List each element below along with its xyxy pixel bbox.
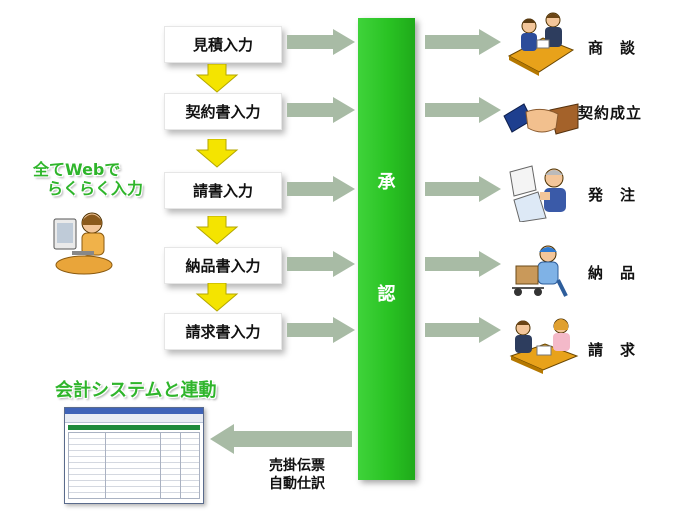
down-arrow-icon	[195, 216, 239, 245]
left-arrow-icon	[210, 424, 352, 454]
right-arrow-icon	[425, 251, 501, 277]
approval-bar: 承 認	[358, 18, 415, 480]
activity-label-billing: 請 求	[588, 341, 637, 359]
activity-label-negotiation: 商 談	[588, 39, 637, 57]
right-arrow-icon	[287, 317, 355, 343]
input-box-invoice: 請求書入力	[164, 313, 282, 350]
activity-label-delivery: 納 品	[588, 264, 637, 282]
right-arrow-icon	[287, 29, 355, 55]
right-arrow-icon	[287, 251, 355, 277]
auto-journal-line1: 売掛伝票	[269, 458, 325, 474]
input-box-label: 見積入力	[192, 36, 253, 54]
accounting-screen-thumbnail	[64, 407, 204, 504]
right-arrow-icon	[425, 176, 501, 202]
input-box-contract: 契約書入力	[164, 93, 282, 130]
right-arrow-icon	[287, 97, 355, 123]
approval-char-top: 承	[377, 172, 396, 193]
order-staff-illustration-icon	[509, 165, 566, 222]
down-arrow-icon	[195, 64, 239, 93]
billing-illustration-icon	[509, 318, 579, 374]
input-box-label: 納品書入力	[185, 257, 261, 275]
delivery-person-icon	[512, 245, 568, 297]
input-box-label: 請書入力	[192, 182, 253, 200]
right-arrow-icon	[425, 317, 501, 343]
activity-label-order: 発 注	[588, 186, 637, 204]
input-box-label: 契約書入力	[185, 103, 261, 121]
thumbnail-toolbar	[65, 414, 203, 423]
thumbnail-titlebar	[65, 408, 203, 414]
activity-label-contract: 契約成立	[578, 104, 643, 122]
approval-char-bottom: 認	[377, 284, 396, 305]
auto-journal-line2: 自動仕訳	[269, 476, 325, 492]
auto-journal-label: 売掛伝票 自動仕訳	[247, 457, 347, 493]
input-box-estimate: 見積入力	[164, 26, 282, 63]
handshake-icon	[503, 103, 579, 135]
input-box-delivery: 納品書入力	[164, 247, 282, 284]
integration-title: 会計システムと連動	[55, 380, 217, 401]
input-box-label: 請求書入力	[185, 323, 261, 341]
web-input-line2: らくらく入力	[47, 179, 144, 198]
computer-user-icon	[53, 212, 113, 275]
thumbnail-header-row	[68, 425, 200, 430]
input-box-acceptance: 請書入力	[164, 172, 282, 209]
right-arrow-icon	[425, 29, 501, 55]
web-input-label: 全てWebで らくらく入力	[33, 160, 143, 198]
right-arrow-icon	[287, 176, 355, 202]
down-arrow-icon	[195, 283, 239, 312]
down-arrow-icon	[195, 139, 239, 168]
thumbnail-grid	[68, 432, 200, 499]
right-arrow-icon	[425, 97, 501, 123]
web-input-line1: 全てWebで	[33, 160, 121, 179]
meeting-illustration-icon	[507, 12, 575, 76]
